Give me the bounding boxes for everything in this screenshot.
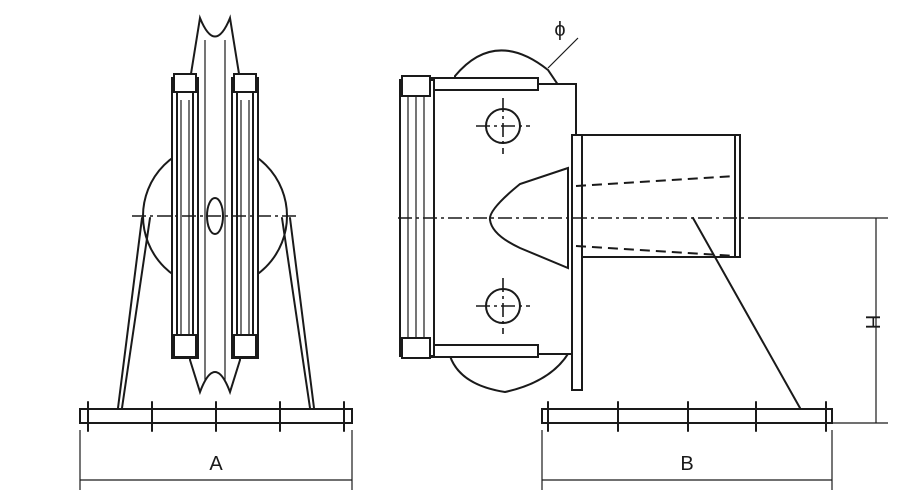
front-left-leg-outer xyxy=(121,217,151,409)
front-right-roller xyxy=(236,87,254,349)
side-view: ϕ H B xyxy=(398,19,888,490)
side-roller-bottom-cap xyxy=(401,337,431,359)
front-left-bottom-cap xyxy=(173,334,197,358)
side-top-strap xyxy=(431,77,539,91)
dim-a-label: A xyxy=(209,453,223,475)
phi-leader xyxy=(547,37,579,69)
dim-h-label: H xyxy=(861,315,883,329)
front-left-leg-inner xyxy=(117,217,143,409)
dim-b-label: B xyxy=(680,453,693,475)
front-right-top-cap xyxy=(233,73,257,93)
front-left-roller xyxy=(176,87,194,349)
front-right-leg-outer xyxy=(281,217,311,409)
front-right-leg-inner xyxy=(289,217,315,409)
front-left-top-cap xyxy=(173,73,197,93)
side-roller-top-cap xyxy=(401,75,431,97)
side-column xyxy=(571,134,583,391)
front-right-bottom-cap xyxy=(233,334,257,358)
side-hidden-upper xyxy=(575,175,736,187)
side-tube xyxy=(571,134,741,258)
front-view: A xyxy=(79,14,353,490)
side-hidden-lower xyxy=(575,245,736,257)
side-brace xyxy=(692,217,801,409)
phi-label: ϕ xyxy=(554,19,565,41)
side-bottom-strap xyxy=(431,344,539,358)
